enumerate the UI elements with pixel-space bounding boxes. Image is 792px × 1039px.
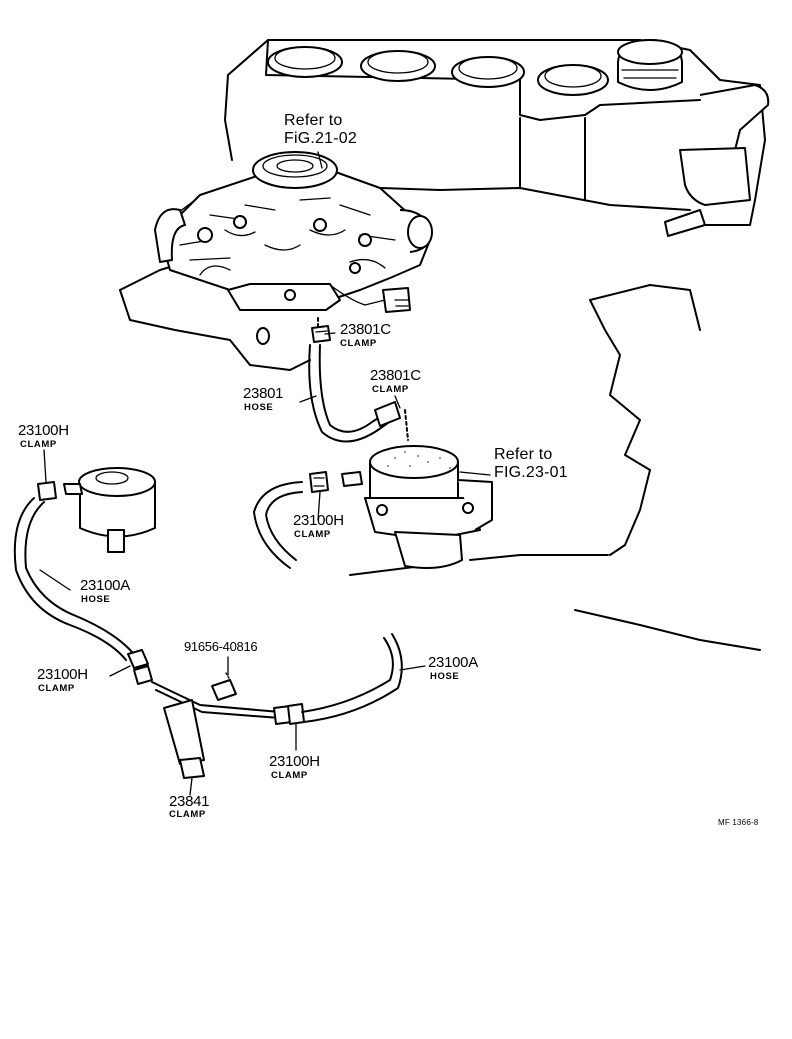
part-number-23100a-left: 23100A bbox=[80, 577, 130, 594]
part-number-23801c-top: 23801C bbox=[340, 321, 391, 338]
part-desc-23100h-filter: CLAMP bbox=[20, 439, 57, 450]
fuel-line-bracket bbox=[133, 633, 403, 779]
leader-lines bbox=[39, 151, 491, 796]
part-desc-23801: HOSE bbox=[244, 402, 274, 413]
part-desc-23100h-pump: CLAMP bbox=[294, 529, 331, 540]
part-number-91656-40816: 91656-40816 bbox=[184, 639, 258, 654]
hose-23801 bbox=[308, 317, 409, 443]
carburetor bbox=[154, 151, 433, 313]
part-number-23801: 23801 bbox=[243, 385, 284, 402]
refer-carb-line2: FiG.21-02 bbox=[284, 130, 357, 147]
fuel-filter bbox=[63, 467, 156, 553]
hose-pump-inlet bbox=[253, 471, 329, 569]
part-number-23100h-left: 23100H bbox=[37, 666, 88, 683]
engine-block bbox=[119, 39, 770, 651]
part-desc-23100a-left: HOSE bbox=[81, 594, 111, 605]
part-number-23801c-mid: 23801C bbox=[370, 367, 421, 384]
part-number-23100h-filter: 23100H bbox=[18, 422, 69, 439]
hose-23100a-left bbox=[13, 481, 149, 669]
part-desc-23100h-bottom: CLAMP bbox=[271, 770, 308, 781]
part-desc-23801c-top: CLAMP bbox=[340, 338, 377, 349]
part-number-23100h-pump: 23100H bbox=[293, 512, 344, 529]
part-number-23841: 23841 bbox=[169, 793, 210, 810]
refer-carb-line1: Refer to bbox=[284, 112, 343, 129]
refer-pump-line2: FIG.23-01 bbox=[494, 464, 568, 481]
part-desc-23801c-mid: CLAMP bbox=[372, 384, 409, 395]
part-desc-23100h-left: CLAMP bbox=[38, 683, 75, 694]
refer-pump-line1: Refer to bbox=[494, 446, 553, 463]
figure-code: MF 1366-8 bbox=[718, 818, 759, 827]
part-desc-23100a-right: HOSE bbox=[430, 671, 460, 682]
part-desc-23841: CLAMP bbox=[169, 809, 206, 820]
fuel-pump bbox=[341, 445, 493, 569]
part-number-23100h-bottom: 23100H bbox=[269, 753, 320, 770]
part-number-23100a-right: 23100A bbox=[428, 654, 478, 671]
